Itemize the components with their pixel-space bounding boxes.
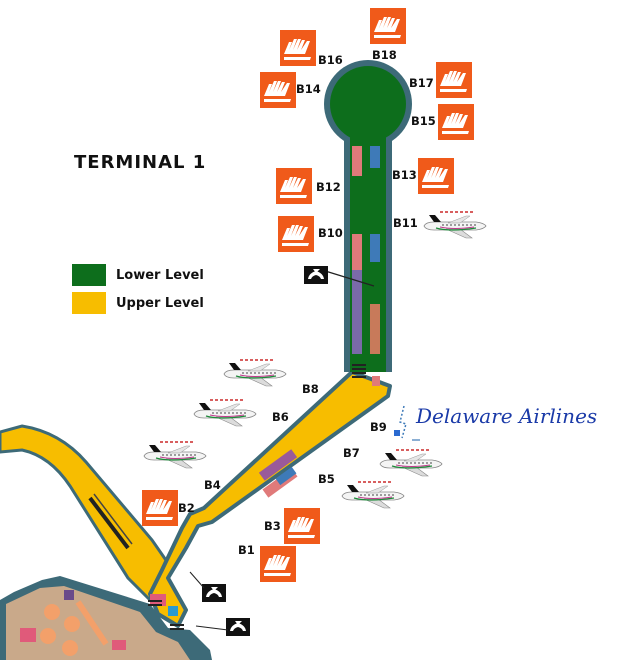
- legend-label: Lower Level: [116, 267, 204, 283]
- gate-label-b12: B12: [316, 180, 341, 194]
- gate-label-b11: B11: [393, 216, 418, 230]
- gate-label-b4: B4: [204, 478, 221, 492]
- orange-airline-logo-icon: [418, 158, 454, 194]
- gate-label-b9: B9: [370, 420, 387, 434]
- lower-level-swatch: [72, 264, 106, 286]
- delaware-airlines-logo-icon: [394, 405, 420, 441]
- gate-label-b7: B7: [343, 446, 360, 460]
- gate-label-b16: B16: [318, 53, 343, 67]
- upper-level-swatch: [72, 292, 106, 314]
- telephone-icon: [226, 618, 250, 636]
- telephone-icon: [202, 584, 226, 602]
- gate-label-b2: B2: [178, 501, 195, 515]
- gate-label-b13: B13: [392, 168, 417, 182]
- gate-label-b3: B3: [264, 519, 281, 533]
- orange-airline-logo-icon: [278, 216, 314, 252]
- airplane-icon: [423, 211, 487, 239]
- gate-label-b8: B8: [302, 382, 319, 396]
- gate-label-b10: B10: [318, 226, 343, 240]
- map-title: TERMINAL 1: [74, 152, 207, 173]
- orange-airline-logo-icon: [370, 8, 406, 44]
- pier-b-upper-level: [148, 370, 392, 628]
- legend-item-upper-level: Upper Level: [72, 292, 204, 314]
- gate-label-b6: B6: [272, 410, 289, 424]
- orange-airline-logo-icon: [142, 490, 178, 526]
- airplane-icon: [341, 481, 405, 509]
- gate-label-b1: B1: [238, 543, 255, 557]
- airplane-icon: [379, 449, 443, 477]
- orange-airline-logo-icon: [260, 546, 296, 582]
- gate-label-b15: B15: [411, 114, 436, 128]
- rotunda: [330, 66, 406, 142]
- orange-airline-logo-icon: [260, 72, 296, 108]
- gate-label-b5: B5: [318, 472, 335, 486]
- gate-label-b17: B17: [409, 76, 434, 90]
- legend-item-lower-level: Lower Level: [72, 264, 204, 286]
- airline-name-label: Delaware Airlines: [416, 404, 598, 428]
- airplane-icon: [193, 399, 257, 427]
- orange-airline-logo-icon: [280, 30, 316, 66]
- orange-airline-logo-icon: [284, 508, 320, 544]
- airplane-icon: [223, 359, 287, 387]
- orange-airline-logo-icon: [436, 62, 472, 98]
- telephone-icon: [304, 266, 328, 284]
- gate-label-b18: B18: [372, 48, 397, 62]
- gate-label-b14: B14: [296, 82, 321, 96]
- airplane-icon: [143, 441, 207, 469]
- orange-airline-logo-icon: [438, 104, 474, 140]
- orange-airline-logo-icon: [276, 168, 312, 204]
- legend-label: Upper Level: [116, 295, 204, 311]
